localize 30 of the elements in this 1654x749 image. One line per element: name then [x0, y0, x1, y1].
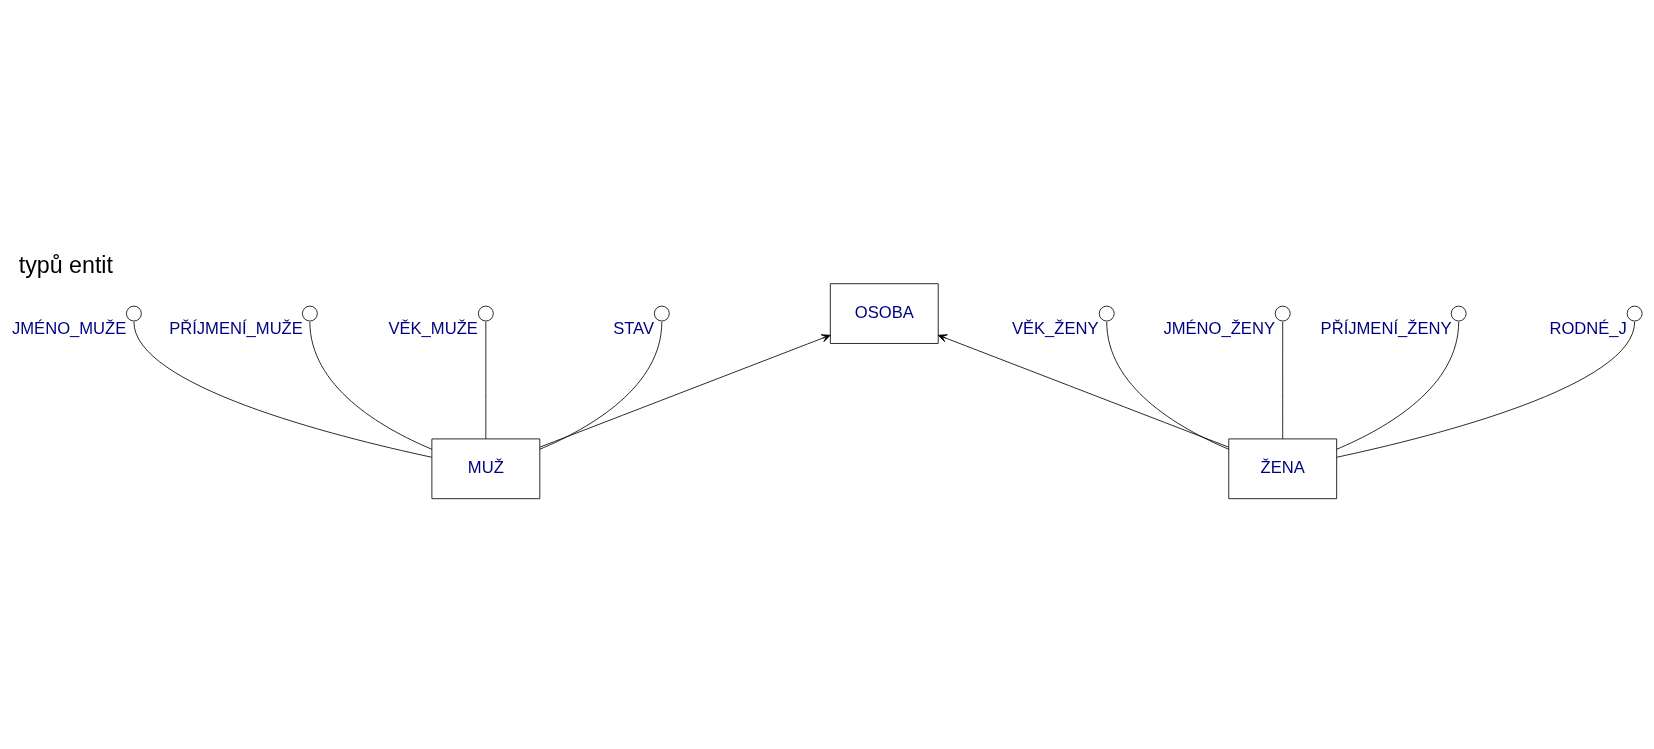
node-circle — [1450, 305, 1467, 321]
arrow — [937, 333, 1229, 447]
connector — [1336, 320, 1636, 458]
node-circle — [1098, 305, 1115, 321]
node-label: PŘÍJMENÍ_ŽENY — [1320, 318, 1452, 338]
node-box: MUŽ — [431, 438, 541, 499]
node-circle — [477, 305, 494, 321]
node-label: VĚK_ŽENY — [1011, 318, 1099, 338]
node-box: ŽENA — [1228, 438, 1338, 499]
node-circle — [302, 305, 318, 321]
connector — [485, 320, 487, 439]
node-label: RODNÉ_J — [1549, 318, 1627, 338]
connector — [1106, 320, 1230, 450]
diagram-title: typů entit — [18, 251, 113, 278]
node-circle — [653, 305, 670, 321]
node-label: PŘÍJMENÍ_MUŽE — [169, 318, 303, 338]
connector — [539, 320, 663, 450]
connector — [133, 320, 433, 458]
connector — [1336, 320, 1460, 450]
node-circle — [1626, 305, 1643, 321]
node-box: OSOBA — [829, 282, 939, 344]
arrow — [539, 333, 831, 447]
connector — [309, 320, 433, 450]
node-label: JMÉNO_MUŽE — [11, 318, 127, 338]
node-label: STAV — [613, 318, 655, 338]
node-circle — [126, 305, 142, 321]
node-circle — [1274, 305, 1291, 321]
node-label: JMÉNO_ŽENY — [1163, 318, 1275, 338]
connector — [1282, 320, 1284, 439]
node-label: VĚK_MUŽE — [388, 318, 478, 338]
